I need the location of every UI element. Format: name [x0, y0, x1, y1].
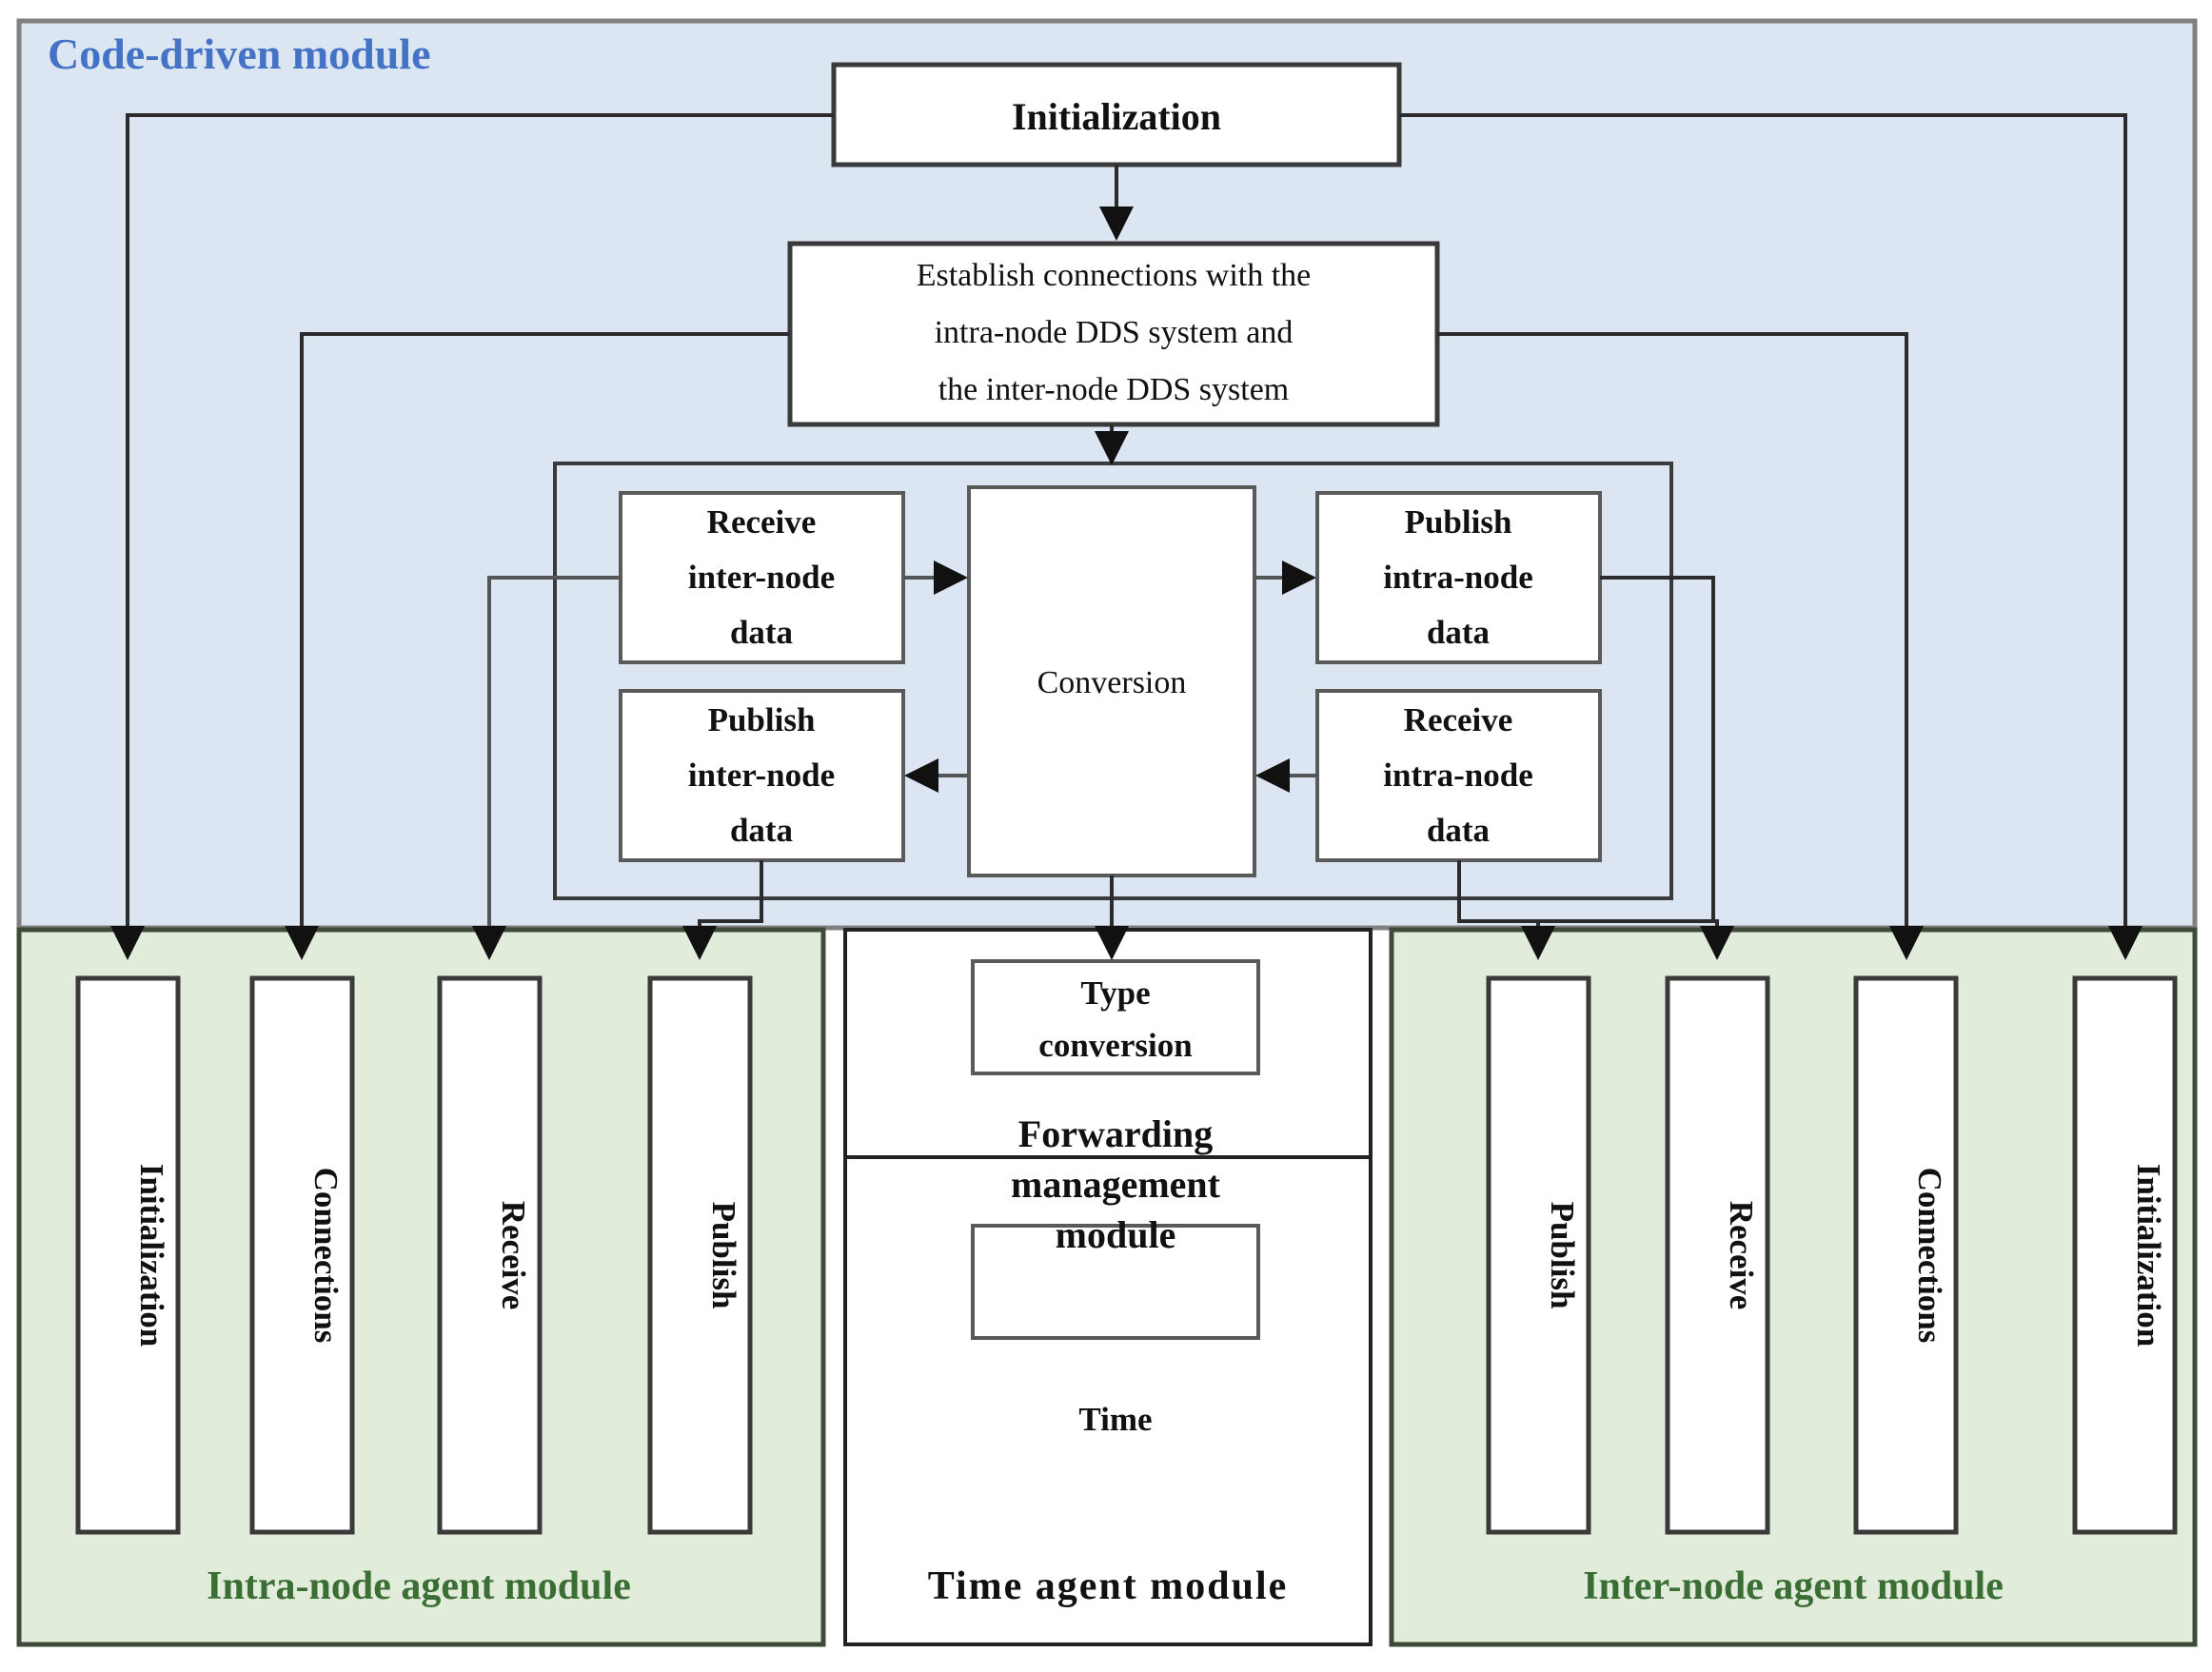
- type-conversion-line-1: Type: [1080, 974, 1150, 1012]
- inter-box-initialization[interactable]: [2072, 975, 2178, 1535]
- conn-establish-to-inter-connections: [1437, 332, 1924, 960]
- establish-line-2: intra-node DDS system and: [935, 315, 1294, 350]
- intra-label-connections: Connections: [307, 1168, 345, 1344]
- conn-init-to-intra-init: [110, 113, 834, 960]
- inter-box-connections[interactable]: [1853, 975, 1959, 1535]
- receive-intra-node-data-box[interactable]: [1315, 689, 1602, 862]
- intra-label-initialization: Initialization: [133, 1164, 170, 1347]
- inter-label-initialization: Initialization: [2130, 1164, 2167, 1347]
- intra-label-receive: Receive: [495, 1201, 532, 1310]
- receive-intra-line-1: Receive: [1404, 701, 1513, 738]
- publish-inter-line-1: Publish: [708, 701, 816, 738]
- code-driven-module-title: Code-driven module: [48, 30, 431, 78]
- conn-establish-to-intra-connections: [285, 332, 790, 960]
- receive-inter-line-2: inter-node: [688, 559, 835, 596]
- initialization-top-label: Initialization: [1012, 95, 1221, 138]
- forwarding-line-3: module: [1056, 1213, 1176, 1256]
- intra-node-module-title: Intra-node agent module: [207, 1564, 631, 1608]
- conn-publish-inter-to-intra-publish: [682, 860, 763, 960]
- publish-intra-line-2: intra-node: [1383, 559, 1533, 596]
- publish-intra-line-3: data: [1427, 614, 1490, 651]
- inter-box-publish[interactable]: [1486, 975, 1591, 1535]
- conn-receive-inter-input: [472, 576, 621, 960]
- intra-box-receive[interactable]: [437, 975, 543, 1535]
- establish-line-1: Establish connections with the: [917, 258, 1312, 293]
- intra-box-publish[interactable]: [647, 975, 753, 1535]
- establish-line-3: the inter-node DDS system: [938, 372, 1290, 407]
- type-conversion-line-2: conversion: [1038, 1027, 1192, 1064]
- publish-inter-node-data-box[interactable]: [619, 689, 905, 862]
- time-label: Time: [1078, 1401, 1152, 1438]
- inter-label-connections: Connections: [1911, 1168, 1948, 1344]
- type-conversion-box[interactable]: [971, 959, 1260, 1075]
- publish-inter-line-3: data: [730, 812, 793, 849]
- receive-inter-node-data-box[interactable]: [619, 491, 905, 664]
- conn-receive-intra-to-inter-receive: [1457, 860, 1734, 960]
- inter-node-module-title: Inter-node agent module: [1583, 1564, 2004, 1608]
- conversion-label: Conversion: [1037, 665, 1187, 700]
- conversion-box[interactable]: [967, 485, 1256, 877]
- inter-label-receive: Receive: [1723, 1201, 1760, 1310]
- conn-init-to-inter-init: [1399, 113, 2143, 960]
- intra-box-connections[interactable]: [249, 975, 355, 1535]
- establish-connections-box[interactable]: [787, 241, 1440, 427]
- receive-intra-line-3: data: [1427, 812, 1490, 849]
- forwarding-line-2: management: [1011, 1163, 1221, 1206]
- publish-inter-line-2: inter-node: [688, 757, 835, 794]
- intra-label-publish: Publish: [705, 1202, 742, 1309]
- time-agent-module-title: Time agent module: [928, 1564, 1289, 1608]
- receive-inter-line-3: data: [730, 614, 793, 651]
- inter-box-receive[interactable]: [1665, 975, 1770, 1535]
- receive-intra-line-2: intra-node: [1383, 757, 1533, 794]
- intra-box-initialization[interactable]: [75, 975, 181, 1535]
- inter-label-publish: Publish: [1544, 1202, 1581, 1309]
- publish-intra-line-1: Publish: [1405, 503, 1512, 541]
- time-box[interactable]: [971, 1224, 1260, 1340]
- forwarding-line-1: Forwarding: [1018, 1112, 1213, 1155]
- receive-inter-line-1: Receive: [707, 503, 817, 541]
